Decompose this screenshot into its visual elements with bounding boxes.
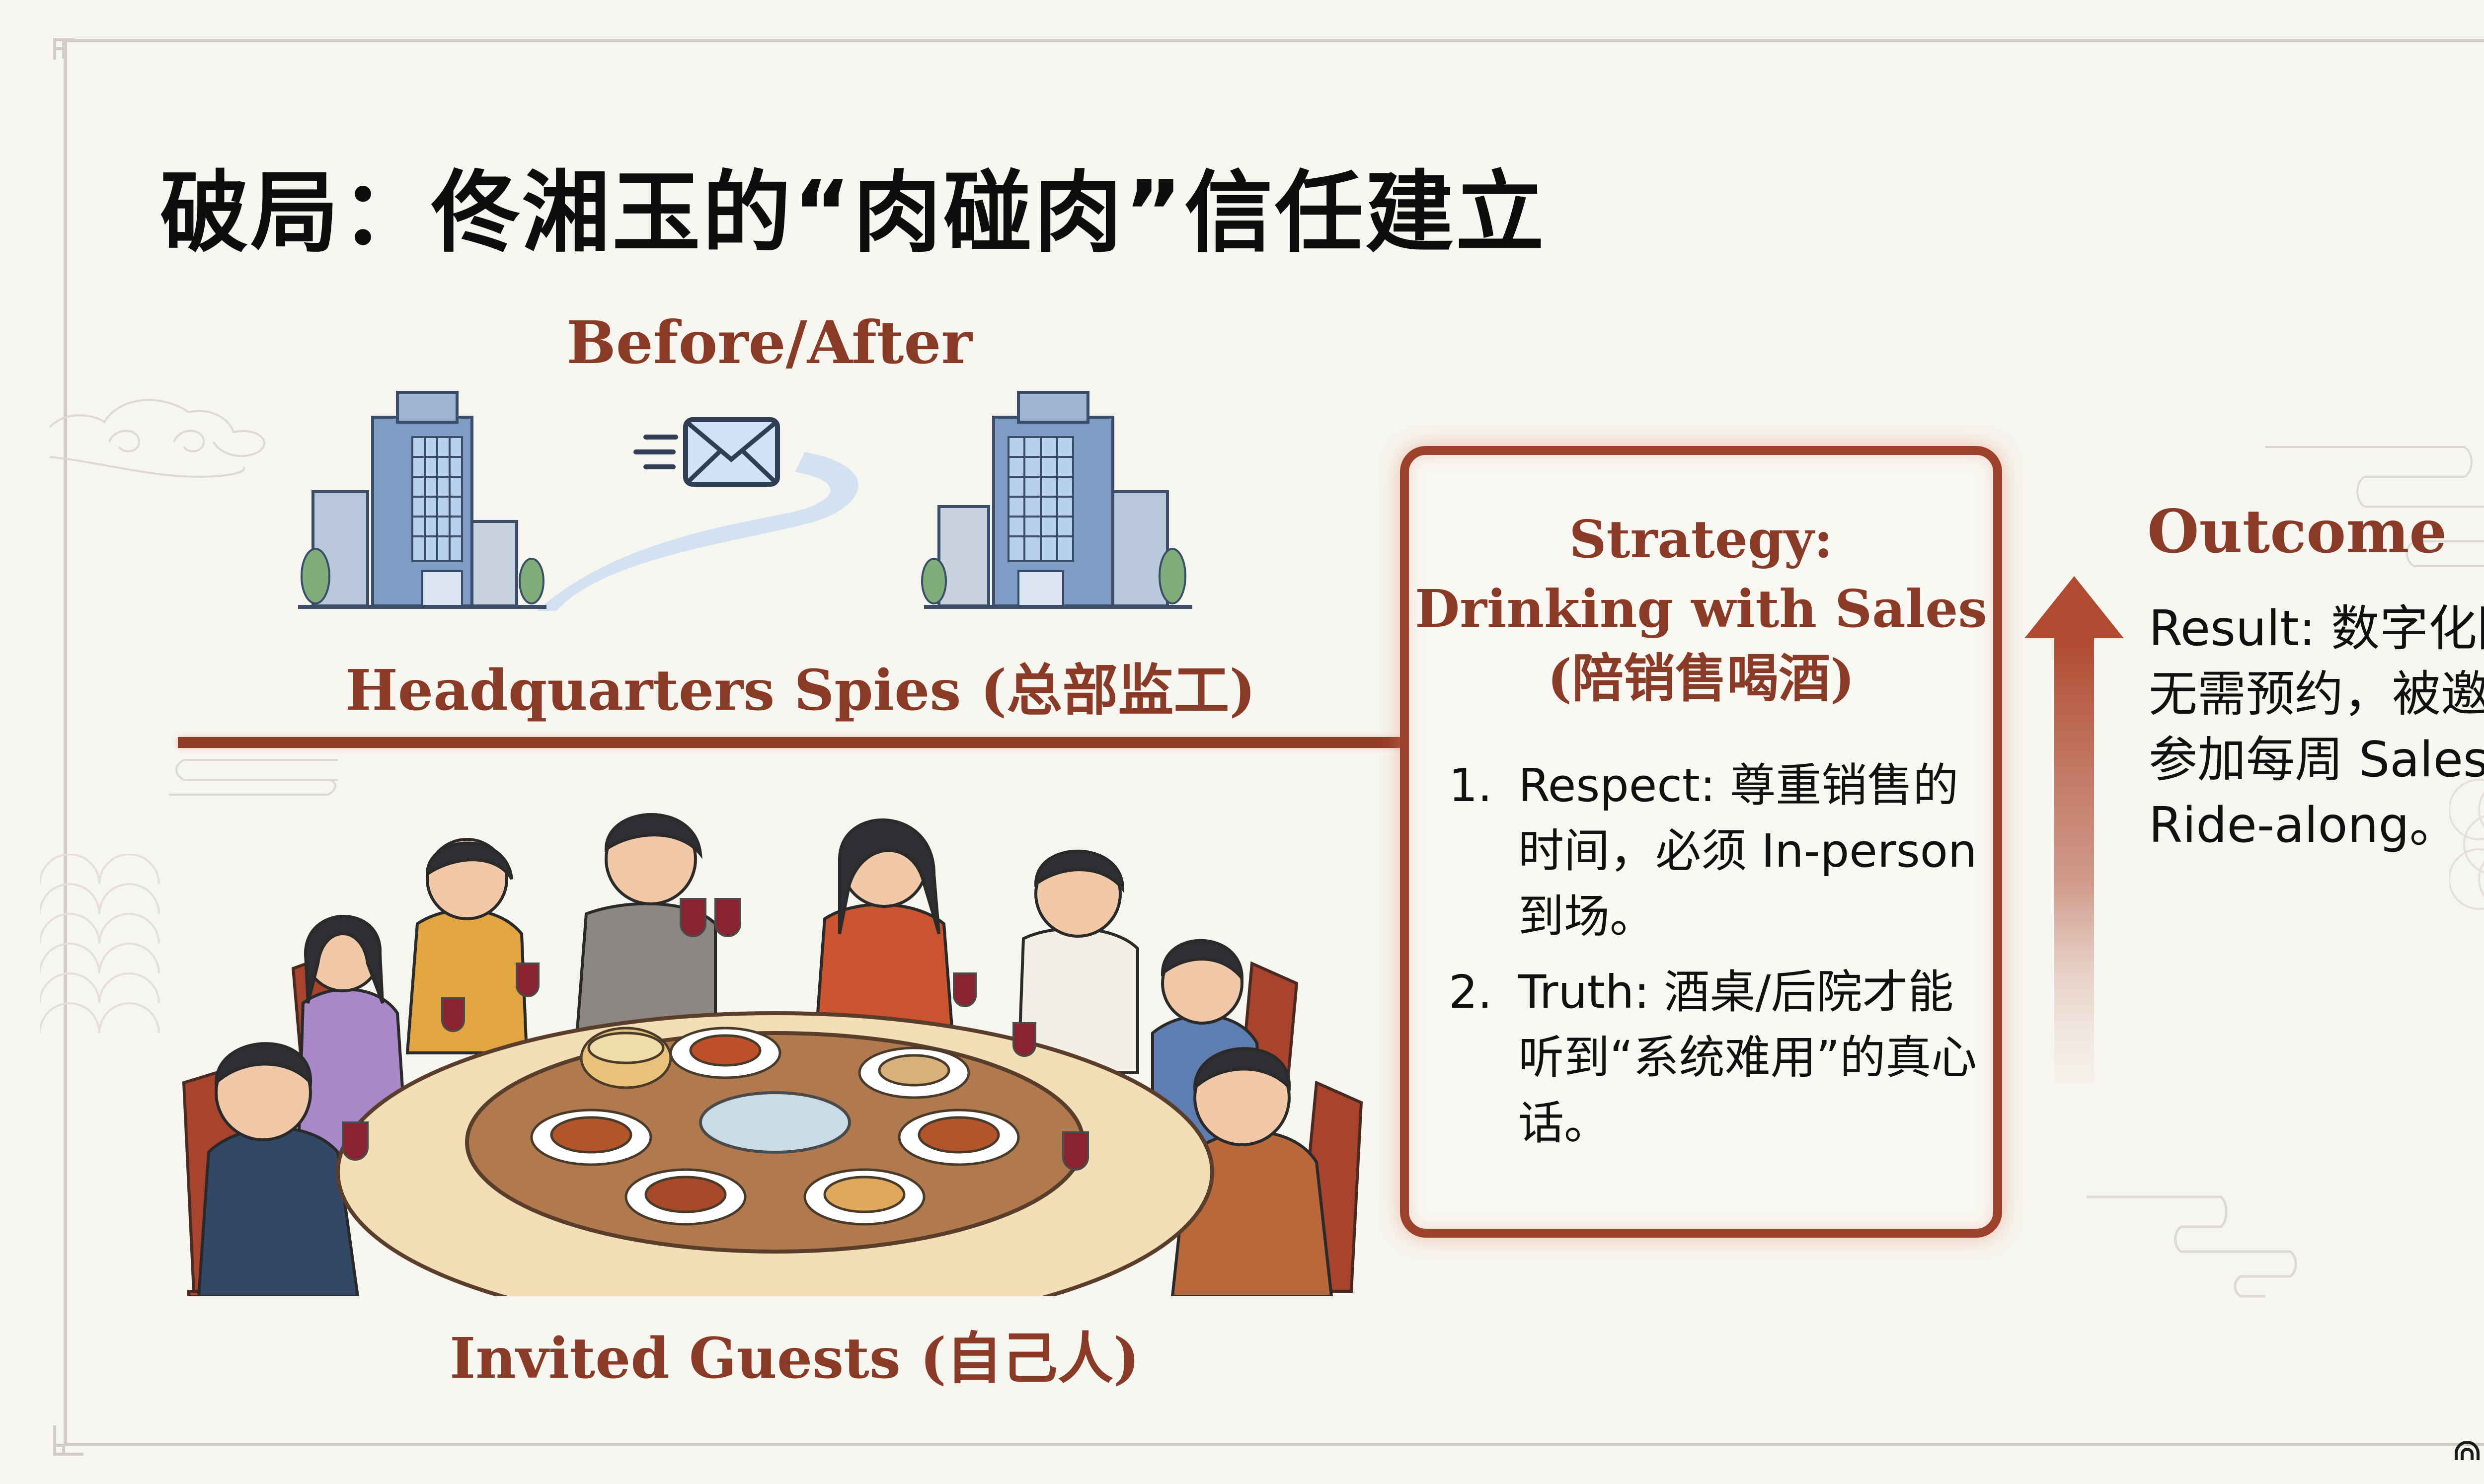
strategy-item: 2. Truth: 酒桌/后院才能听到“系统难用”的真心话。 <box>1449 960 1985 1156</box>
strategy-heading-line1: Strategy: <box>1569 509 1833 570</box>
slide-frame <box>64 39 2484 1446</box>
strategy-list: 1. Respect: 尊重销售的时间，必须 In-person 到场。 2. … <box>1449 753 1985 1166</box>
wave-pattern-ornament-icon <box>40 854 160 1034</box>
cloud-stripe-ornament-icon <box>169 759 338 796</box>
cloud-stripe-ornament-icon <box>2265 446 2484 567</box>
invited-guests-label: Invited Guests (自己人) <box>450 1326 1140 1391</box>
strategy-heading: Strategy: Drinking with Sales (陪销售喝酒) <box>1409 505 1993 713</box>
arrow-up-icon <box>2024 576 2124 1083</box>
section-divider-line <box>178 737 1410 748</box>
banquet-illustration <box>182 813 1363 1296</box>
food-dishes <box>530 1027 1020 1226</box>
cloud-ornament-icon <box>49 399 265 478</box>
wine-glass-icons <box>342 898 1089 1171</box>
cloud-stripe-ornament-icon <box>2087 1195 2297 1298</box>
hq-email-illustration <box>298 391 1192 611</box>
outcome-heading: Outcome <box>2147 497 2447 567</box>
notebooklm-watermark: NotebookLM <box>2454 1438 2484 1465</box>
strategy-item-number: 1. <box>1449 759 1492 812</box>
strategy-heading-line3: (陪销售喝酒) <box>1547 648 1855 709</box>
email-envelope-icon <box>633 417 780 487</box>
strategy-item-number: 2. <box>1449 965 1492 1019</box>
notebooklm-logo-icon <box>2455 1441 2480 1460</box>
outcome-result-text: Result: 数字化团队无需预约，被邀请参加每周 Sales Ride-alo… <box>2149 600 2484 854</box>
page-title: 破局：佟湘玉的“肉碰肉”信任建立 <box>160 161 1546 264</box>
office-building-icon <box>921 391 1192 609</box>
hq-spies-label: Headquarters Spies (总部监工) <box>345 658 1256 723</box>
office-building-icon <box>298 391 546 609</box>
frame-corner-ornament <box>53 1425 83 1456</box>
coin-pattern-ornament-icon <box>2449 779 2484 910</box>
strategy-item-text: Respect: 尊重销售的时间，必须 In-person 到场。 <box>1518 759 1977 943</box>
strategy-item-text: Truth: 酒桌/后院才能听到“系统难用”的真心话。 <box>1518 965 1977 1150</box>
path-stream <box>537 452 858 611</box>
before-after-heading: Before/After <box>566 308 972 377</box>
frame-corner-ornament <box>53 38 75 60</box>
strategy-heading-line2: Drinking with Sales <box>1415 578 1987 639</box>
strategy-item: 1. Respect: 尊重销售的时间，必须 In-person 到场。 <box>1449 753 1985 950</box>
strategy-card: Strategy: Drinking with Sales (陪销售喝酒) 1.… <box>1400 446 2002 1238</box>
